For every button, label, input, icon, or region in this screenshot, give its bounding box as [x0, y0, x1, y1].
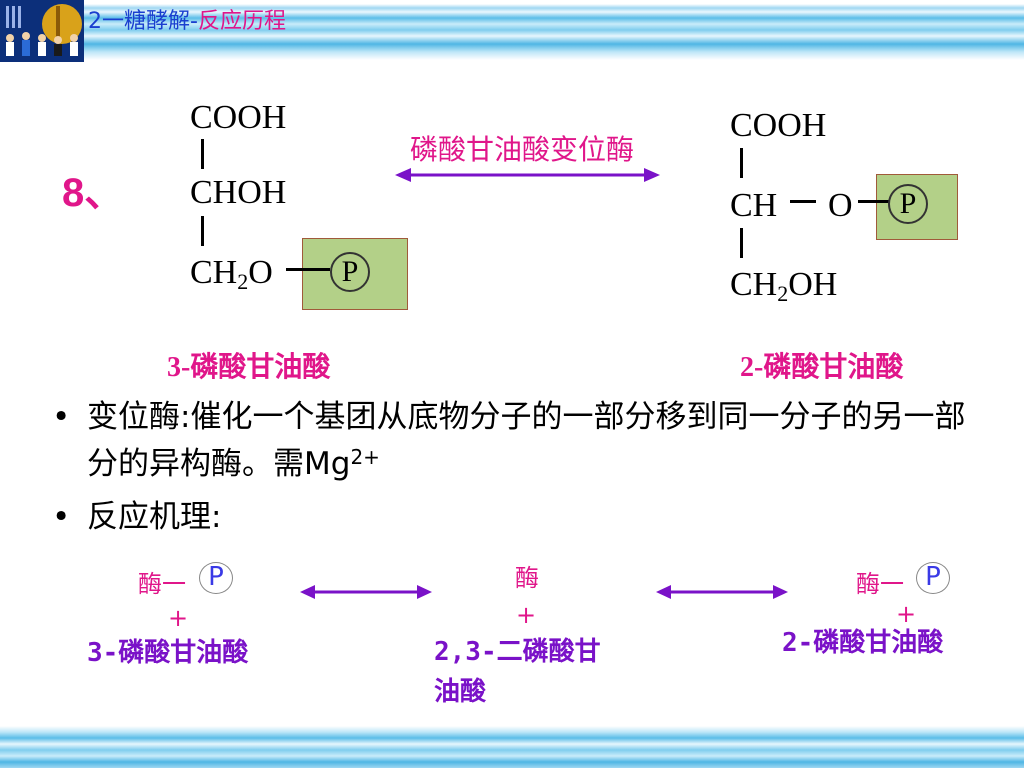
- left-bond-2: [201, 216, 204, 246]
- right-molecule-cooh: COOH: [730, 107, 827, 144]
- right-molecule-ch2oh: CH2OH: [730, 266, 838, 306]
- left-phosphate-circle: P: [330, 252, 370, 292]
- left-substrate: 3-磷酸甘油酸: [87, 638, 249, 668]
- left-enzyme-label: 酶一: [138, 570, 186, 598]
- right-enzyme-phosphate: P: [916, 562, 950, 594]
- bullet-marker: •: [52, 499, 71, 535]
- enzyme-name: 磷酸甘油酸变位酶: [410, 133, 635, 166]
- right-ch-o-bond: [790, 200, 816, 203]
- left-molecule-name: 3-磷酸甘油酸: [167, 352, 331, 383]
- bullet-mutase-definition: • 变位酶:催化一个基团从底物分子的一部分移到同一分子的另一部分的异构酶。需Mg…: [52, 394, 992, 488]
- title-topic: 反应历程: [197, 9, 286, 34]
- logo-image: [0, 0, 84, 62]
- right-enzyme-label: 酶一: [856, 570, 904, 598]
- left-molecule-ch2o: CH2O: [190, 254, 273, 294]
- right-molecule-name: 2-磷酸甘油酸: [740, 352, 904, 383]
- right-bond-1: [740, 148, 743, 178]
- bullet-list: • 变位酶:催化一个基团从底物分子的一部分移到同一分子的另一部分的异构酶。需Mg…: [52, 394, 992, 541]
- reversible-arrow-right: [656, 585, 788, 599]
- mid-enzyme-label: 酶: [515, 564, 539, 592]
- right-phosphate-circle: P: [888, 184, 928, 224]
- right-molecule-o: O: [828, 187, 853, 224]
- right-plus: +: [896, 600, 917, 628]
- bullet-marker: •: [52, 399, 71, 435]
- page-title: 2一糖酵解-反应历程: [88, 8, 286, 36]
- reversible-arrow-left: [300, 585, 432, 599]
- left-molecule-cooh: COOH: [190, 99, 287, 136]
- mid-substrate: 2,3-二磷酸甘 油酸: [434, 637, 601, 707]
- right-molecule-ch: CH: [730, 187, 778, 224]
- left-bond-1: [201, 139, 204, 169]
- mid-plus: +: [516, 601, 537, 629]
- header-band: [0, 0, 1024, 62]
- right-bond-2: [740, 228, 743, 258]
- footer-band: [0, 726, 1024, 768]
- left-plus: +: [168, 604, 189, 632]
- reversible-arrow-top: [395, 168, 660, 182]
- left-phosphate-bond: [286, 268, 330, 271]
- step-number: 8、: [62, 171, 125, 215]
- title-chapter: 2一糖酵解-: [88, 9, 198, 34]
- left-molecule-choh: CHOH: [190, 174, 287, 211]
- right-substrate: 2-磷酸甘油酸: [782, 628, 944, 658]
- right-phosphate-bond: [858, 200, 890, 203]
- bullet-mechanism: • 反应机理:: [52, 494, 992, 541]
- left-enzyme-phosphate: P: [199, 562, 233, 594]
